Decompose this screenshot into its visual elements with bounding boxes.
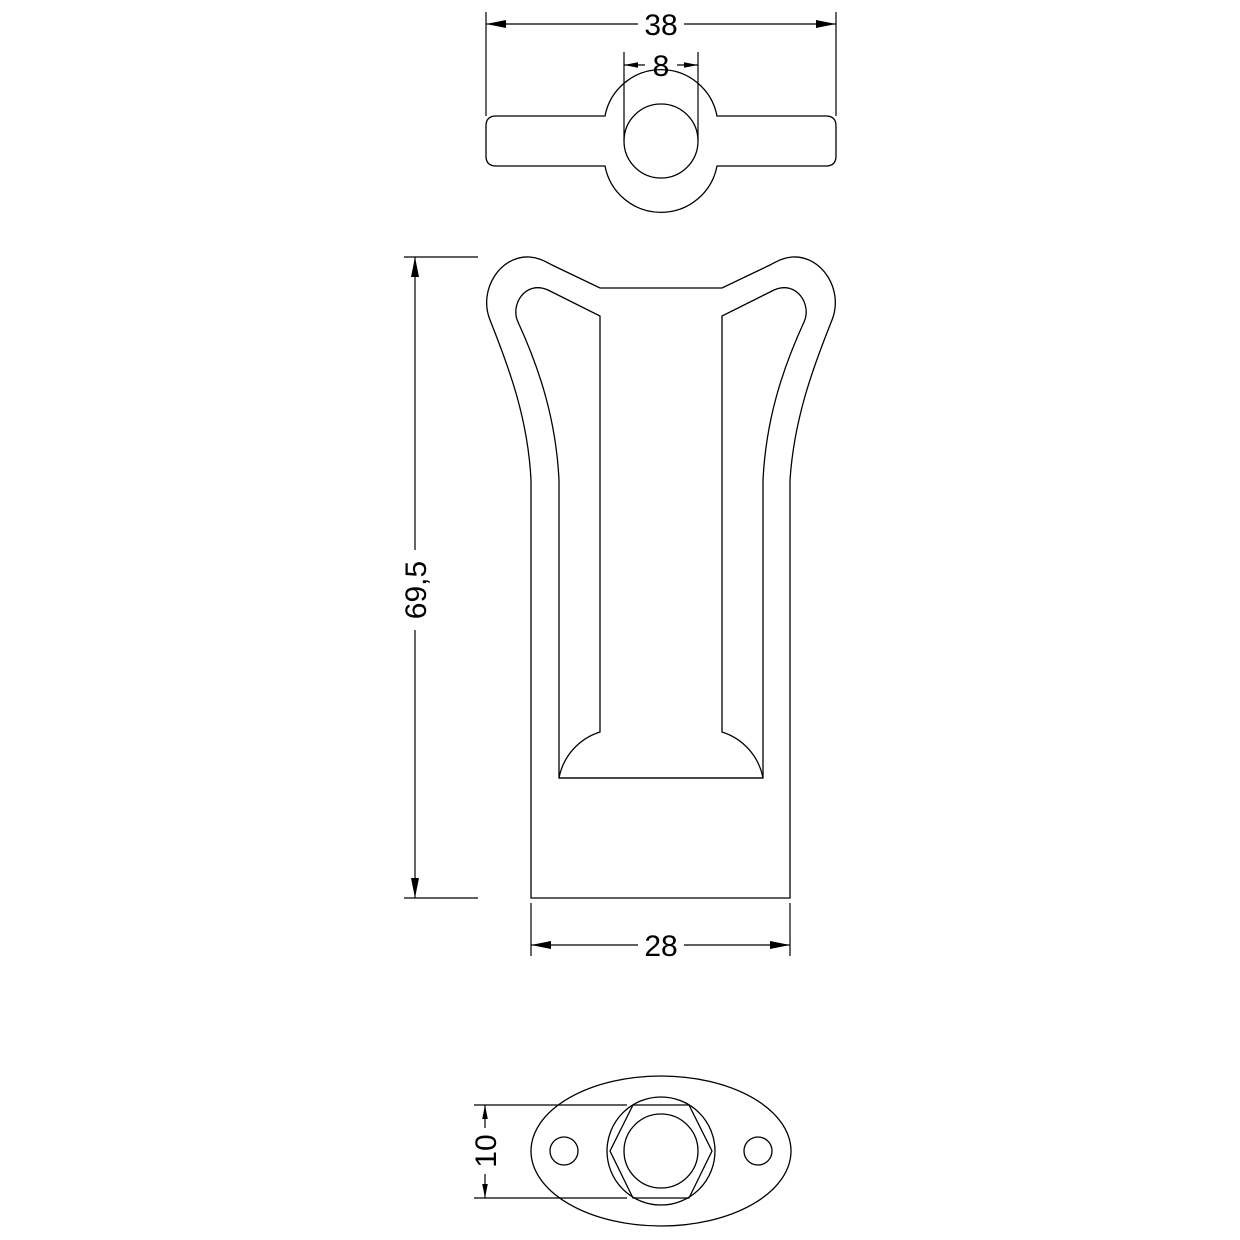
dim-top-width: 38 [644,9,677,42]
dim-height: 69,5 [400,561,433,619]
flange-ellipse [530,1075,792,1227]
dim-hex: 10 [470,1134,503,1167]
mounting-hole [743,1136,773,1166]
hex-nut [609,1104,713,1199]
top-bore-circle [623,103,699,179]
front-outer-outline [486,256,836,899]
bore-circle [623,1113,699,1189]
bottom-view: 10 [470,1075,792,1227]
mounting-hole [549,1136,579,1166]
top-view-outline [485,68,837,214]
dim-top-bore: 8 [653,50,670,83]
front-inner-outline [515,287,807,779]
hex-circumscribed-circle [606,1096,716,1206]
front-view: 69,5 28 [400,256,836,963]
top-view: 38 8 [485,9,837,214]
dim-base-width: 28 [644,930,677,963]
